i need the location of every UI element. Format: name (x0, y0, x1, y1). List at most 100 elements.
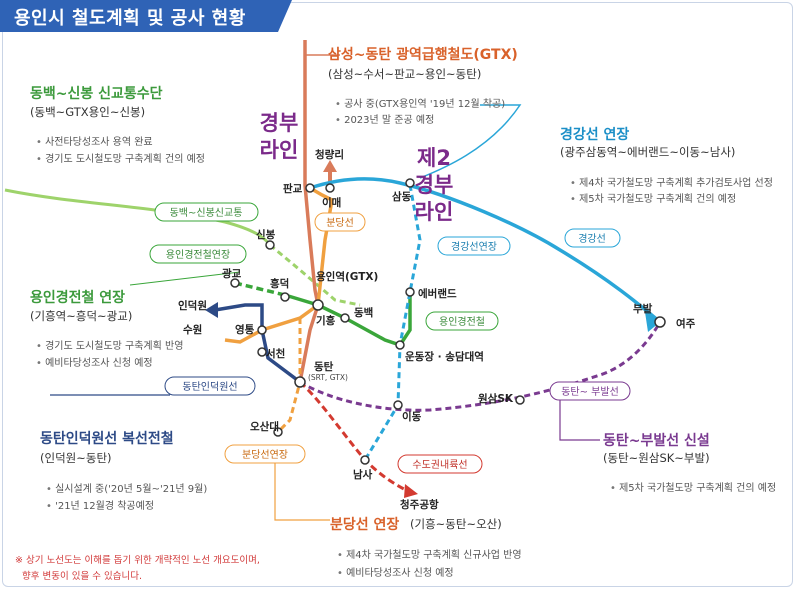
gtx-subtitle: (삼성~수서~판교~용인~동탄) (328, 67, 482, 81)
station-cheongnyangni: 청량리 (315, 148, 344, 161)
bundang-line (309, 186, 334, 306)
station-marker-dongtan (294, 376, 306, 388)
bundang-ext-leader (274, 450, 330, 521)
station-marker-sinbong (265, 240, 275, 250)
yongin-ext-leader (129, 271, 241, 286)
station-cheongju-airport: 청주공항 (400, 498, 439, 511)
dongtan-indeok-bullet-2: '21년 12월경 착공예정 (46, 497, 154, 512)
dongtan-bubal-bullet-1: 제5차 국가철도망 구축계획 건의 예정 (610, 479, 776, 494)
gyeonggang-title: 경강선 연장 (560, 127, 630, 143)
gtx-bullet-1: 공사 중(GTX용인역 '19년 12월 착공) (335, 95, 505, 110)
bundang-ext-title: 분당선 연장 (330, 517, 400, 533)
gyeonggang-line (309, 177, 662, 324)
title-banner (0, 0, 292, 32)
bundang-ext-bullet-1: 제4차 국가철도망 구축계획 신규사업 반영 (337, 546, 521, 561)
bundang-ext-bullet-2: 예비타당성조사 신청 예정 (337, 564, 454, 579)
label-bundang: 분당선 (326, 217, 354, 229)
bundang-extension (276, 318, 302, 434)
station-osandae: 오산대 (250, 420, 279, 433)
station-sinbong: 신봉 (256, 228, 276, 241)
station-dongtan-sub: (SRT, GTX) (308, 373, 348, 382)
label-dongtan-bubal: 동탄~ 부발선 (561, 386, 619, 398)
station-indeogwon: 인덕원 (178, 299, 207, 312)
station-marker-osandae (273, 427, 283, 437)
station-dongbaek: 동백 (354, 306, 373, 319)
station-marker-namsa (360, 455, 370, 465)
yongin-ext-bullet-1: 경기도 도시철도망 구축계획 반영 (36, 337, 183, 352)
station-suwon: 수원 (183, 323, 202, 336)
gtx-line (298, 40, 320, 383)
station-pangyo: 판교 (283, 182, 303, 195)
gtx-bullet-2: 2023년 말 준공 예정 (335, 111, 434, 126)
dongtan-bubal-title: 동탄~부발선 신설 (603, 433, 710, 449)
station-undongjang: 운동장 · 송담대역 (405, 350, 484, 363)
label-bundang-ext: 분당선연장 (242, 449, 288, 461)
gyeonggang-subtitle: (광주삼동역~에버랜드~이동~남사) (560, 145, 736, 159)
dongbaek-subtitle: (동백~GTX용인~신봉) (30, 105, 146, 119)
dongtan-indeok-line (214, 303, 302, 384)
label-dongtan-indeok: 동탄인덕원선 (182, 381, 237, 393)
station-marker-wonsam (515, 395, 525, 405)
station-marker-yeongtong (257, 325, 267, 335)
station-giheung: 기흥 (316, 314, 336, 327)
station-samdong: 삼동 (392, 190, 412, 203)
station-wonsam-sk: 원삼SK (478, 392, 514, 405)
dongbaek-bullet-1: 사전타당성조사 용역 완료 (36, 133, 153, 148)
dongbaek-bullet-2: 경기도 도시철도망 구축계획 건의 예정 (36, 150, 205, 165)
dongbaek-title: 동백~신봉 신교통수단 (30, 86, 163, 102)
station-imae: 이매 (322, 196, 341, 209)
station-marker-dongbaek (340, 313, 350, 323)
station-heungdeok: 흥덕 (270, 277, 289, 290)
station-marker-everland (405, 287, 415, 297)
metro-inland-line (298, 380, 411, 494)
dongtan-bubal-leader (559, 385, 600, 441)
gyeonggang-leader (419, 104, 522, 179)
station-marker-samdong (405, 178, 415, 188)
station-namsa: 남사 (353, 468, 373, 481)
station-everland: 에버랜드 (418, 287, 457, 300)
page-title: 용인시 철도계획 및 공사 현황 (14, 8, 246, 29)
station-marker-undongjang (395, 340, 405, 350)
dongtan-indeok-subtitle: (인덕원~동탄) (40, 451, 112, 465)
label-dongbaek-sinbong: 동백~신봉신교통 (170, 207, 243, 219)
station-idong: 이동 (402, 410, 422, 423)
yongin-light-rail-extension (234, 281, 286, 297)
station-marker-pangyo (305, 183, 315, 193)
label-metro-inland: 수도권내륙선 (412, 459, 467, 471)
gyeonggang-extension (363, 184, 422, 461)
station-bubal: 부발 (633, 302, 653, 315)
yongin-ext-subtitle: (기흥역~흥덕~광교) (30, 309, 133, 323)
gtx-title: 삼성~동탄 광역급행철도(GTX) (328, 47, 518, 63)
yongin-ext-bullet-2: 예비타당성조사 신청 예정 (36, 354, 153, 369)
station-dongtan: 동탄 (314, 360, 334, 373)
station-marker-imae (325, 183, 335, 193)
label-gyeonggang-ext: 경강선연장 (451, 240, 497, 253)
label-yongin-light-rail: 용인경전철 (439, 315, 485, 328)
station-yongin-gtx: 용인역(GTX) (316, 270, 378, 283)
yongin-ext-title: 용인경전철 연장 (30, 290, 126, 306)
station-marker-bubal (654, 316, 666, 328)
gyeonggang-bullet-1: 제4차 국가철도망 구축계획 추가검토사업 선정 (570, 174, 773, 189)
station-marker-gwanggyo (230, 278, 240, 288)
station-yeoju: 여주 (676, 317, 696, 330)
bundang-ext-subtitle: (기흥~동탄~오산) (410, 517, 502, 531)
station-seocheon: 서천 (266, 347, 285, 360)
label-gyeonggang: 경강선 (578, 232, 606, 245)
gyeonggang-bullet-2: 제5차 국가철도망 구축계획 건의 예정 (570, 190, 736, 205)
station-marker-yongin-gtx (312, 299, 324, 311)
dongtan-indeok-bullet-1: 실시설계 중('20년 5월~'21년 9월) (46, 480, 207, 495)
footnote-line-1: ※ 상기 노선도는 이해를 돕기 위한 개략적인 노선 개요도이며, (15, 555, 260, 566)
footnote-line-2: 향후 변동이 있을 수 있습니다. (22, 571, 142, 582)
station-marker-idong (393, 400, 403, 410)
station-marker-heungdeok (280, 292, 290, 302)
label-yongin-ext: 용인경전철연장 (166, 248, 230, 261)
dongtan-indeok-title: 동탄인덕원선 복선전철 (40, 431, 174, 447)
dongtan-bubal-line (299, 321, 662, 412)
station-gwanggyo: 광교 (222, 268, 242, 280)
dongtan-bubal-subtitle: (동탄~원삼SK~부발) (603, 451, 710, 465)
